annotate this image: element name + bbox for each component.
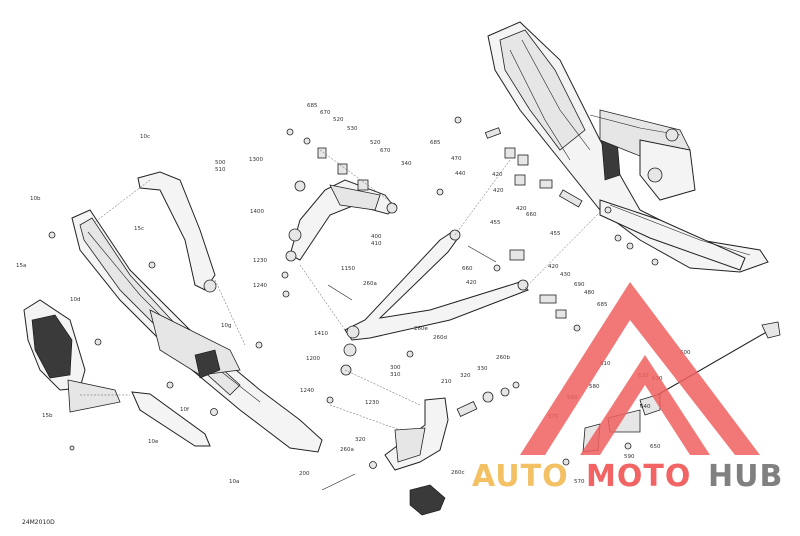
callout: 600 xyxy=(680,350,691,356)
right-ski-assembly xyxy=(487,21,769,273)
callout: 610 xyxy=(600,361,611,367)
callout: 685 xyxy=(430,140,441,146)
callout: 530 xyxy=(347,126,358,132)
watermark-text-hub: HUB xyxy=(708,459,783,494)
callout: 510 xyxy=(215,167,226,173)
callout: 1230 xyxy=(365,400,379,406)
watermark-triangle-inner xyxy=(580,355,710,455)
callout: 570 xyxy=(574,479,585,485)
callout: 420 xyxy=(466,280,477,286)
watermark-text-auto: AUTO xyxy=(472,459,569,494)
diagram-code: 24M2010D xyxy=(22,519,55,526)
right-hardware xyxy=(436,116,659,332)
callout: 580 xyxy=(589,384,600,390)
callout: 1240 xyxy=(300,388,314,394)
callout: 260d xyxy=(433,335,447,341)
callout: 10g xyxy=(221,323,232,329)
upper-a-arm xyxy=(285,128,398,262)
callout: 1240 xyxy=(253,283,267,289)
callout: 15c xyxy=(134,226,144,232)
callout: 1230 xyxy=(253,258,267,264)
callout: 400 xyxy=(371,234,382,240)
callout: 1150 xyxy=(341,266,355,272)
callout: 210 xyxy=(441,379,452,385)
callout: 260a xyxy=(340,447,354,453)
callout: 685 xyxy=(597,302,608,308)
callout: 10c xyxy=(140,134,150,140)
callout: 685 xyxy=(307,103,318,109)
callout: 520 xyxy=(370,140,381,146)
alignment-lines xyxy=(80,149,601,431)
callout: 320 xyxy=(355,437,366,443)
callout: 670 xyxy=(320,110,331,116)
watermark-text-moto: MOTO xyxy=(586,459,691,494)
callout: 340 xyxy=(401,161,412,167)
callout: 1400 xyxy=(250,209,264,215)
callout: 455 xyxy=(490,220,501,226)
callout: 440 xyxy=(455,171,466,177)
callout: 15b xyxy=(42,413,53,419)
callout: 420 xyxy=(548,264,559,270)
callout: 480 xyxy=(584,290,595,296)
callout: 690 xyxy=(574,282,585,288)
callout: 1300 xyxy=(249,157,263,163)
callout: 420 xyxy=(516,206,527,212)
callout: 500 xyxy=(215,160,226,166)
callout: 640 xyxy=(640,404,651,410)
callout: 410 xyxy=(371,241,382,247)
callout: 1200 xyxy=(306,356,320,362)
callout: 310 xyxy=(390,372,401,378)
callout: 10b xyxy=(30,196,41,202)
callout: 1410 xyxy=(314,331,328,337)
callout: 260b xyxy=(496,355,510,361)
callout: 650 xyxy=(650,444,661,450)
callout: 660 xyxy=(462,266,473,272)
callout: 10d xyxy=(70,297,81,303)
spindle xyxy=(321,381,520,516)
callout: 10a xyxy=(229,479,239,485)
callout: 300 xyxy=(390,365,401,371)
callout: 670 xyxy=(380,148,391,154)
callout: 590 xyxy=(624,454,635,460)
callout: 320 xyxy=(460,373,471,379)
callout: 660 xyxy=(526,212,537,218)
callout: 520 xyxy=(333,117,344,123)
callout: 330 xyxy=(477,366,488,372)
callout: 420 xyxy=(493,188,504,194)
callout: 430 xyxy=(560,272,571,278)
callout: 10f xyxy=(180,407,190,413)
watermark-logo: AUTO MOTO HUB xyxy=(472,282,783,494)
callout: 200 xyxy=(299,471,310,477)
callout: 10e xyxy=(148,439,159,445)
callout: 260a xyxy=(363,281,377,287)
lower-a-arm xyxy=(340,229,529,376)
callout: 455 xyxy=(550,231,561,237)
left-hardware xyxy=(48,231,414,451)
left-ski-assembly xyxy=(23,171,323,453)
callout: 15a xyxy=(16,263,26,269)
callout: 260e xyxy=(414,326,428,332)
callout-labels: 685 670 520 530 520 670 340 1300 500 510… xyxy=(16,103,691,485)
callout: 260c xyxy=(451,470,465,476)
callout: 470 xyxy=(451,156,462,162)
watermark-triangle-outer xyxy=(520,282,760,455)
callout: 420 xyxy=(492,172,503,178)
